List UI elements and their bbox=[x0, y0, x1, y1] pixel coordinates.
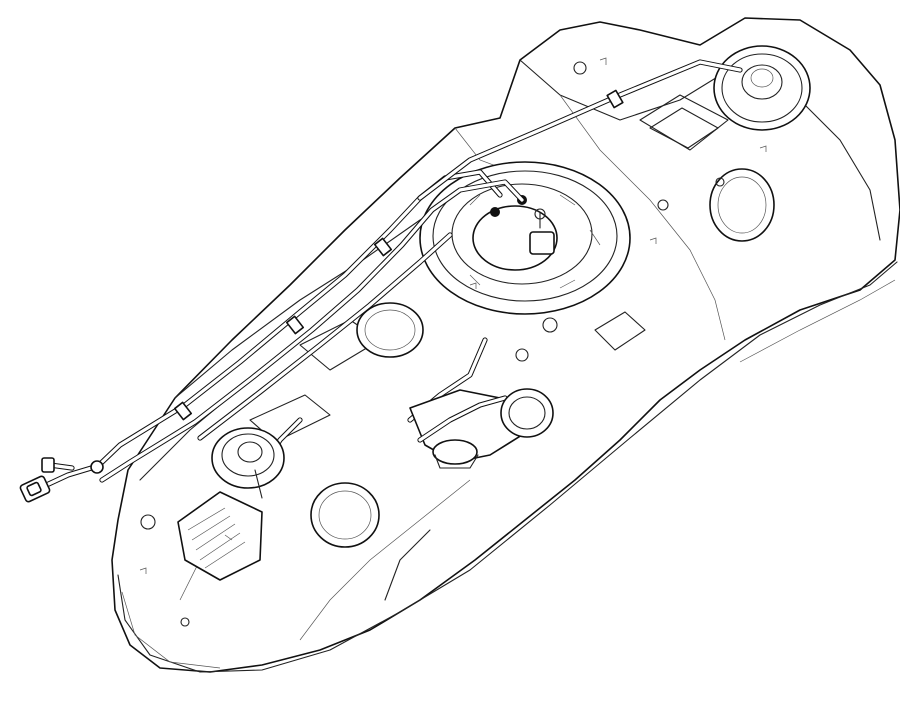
fuel-pump-module bbox=[419, 161, 631, 315]
fuel-lines bbox=[95, 59, 743, 483]
line-connectors bbox=[19, 457, 104, 503]
heat-shield bbox=[177, 491, 263, 581]
vent-valve-front bbox=[211, 427, 285, 499]
drawing-marks bbox=[139, 57, 767, 574]
tank-bosses bbox=[140, 61, 775, 627]
vent-valve-rear bbox=[713, 45, 811, 131]
filler-neck bbox=[409, 388, 554, 469]
